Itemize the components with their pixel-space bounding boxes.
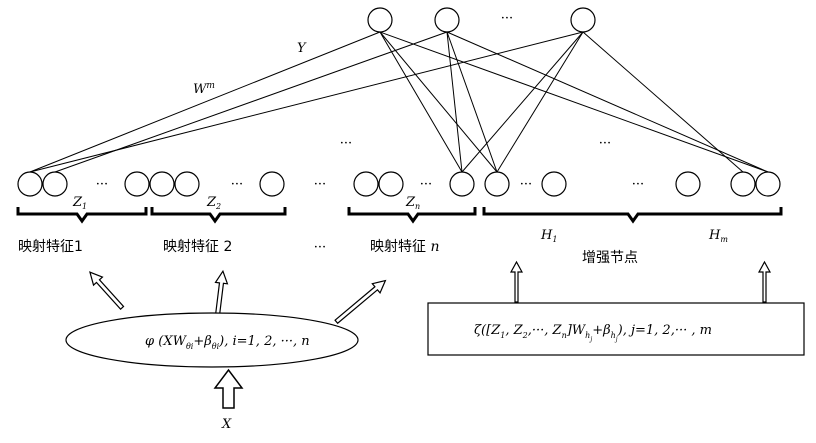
output-label-y: Y: [297, 41, 307, 56]
output-node: [434, 7, 460, 33]
connection-line: [446, 31, 463, 173]
label-z1: Z1: [72, 195, 87, 211]
arrow-to-z1: [89, 271, 125, 311]
mapped-node: [449, 171, 475, 197]
enhance-function-text: ζ([Z1, Z2,···, Zn]Whj+βhj), j=1, 2,··· ,…: [474, 323, 712, 343]
connection-line: [379, 31, 463, 173]
arrow-to-z2: [214, 269, 229, 318]
enhance-node: [484, 171, 510, 197]
label-z2: Z2: [206, 195, 221, 211]
mapped-node: [124, 171, 150, 197]
group-braces: [16, 207, 783, 224]
arrow-to-zn: [334, 279, 387, 325]
connection-line: [461, 31, 584, 173]
caption-mapped-1: 映射特征1: [18, 239, 83, 255]
output-layer: [367, 7, 596, 33]
caption-mapped-2: 映射特征 2: [163, 239, 232, 255]
arrow-up-right: [757, 260, 772, 303]
brace-z1: [16, 207, 148, 224]
weight-label-w: Wm: [193, 81, 215, 97]
label-zn: Zn: [405, 195, 420, 211]
enhance-function-box: [427, 302, 805, 356]
connection-lines: [29, 31, 769, 173]
z1-ellipsis: ···: [96, 177, 108, 192]
brace-zn: [347, 207, 477, 224]
groups-ellipsis: ···: [314, 177, 326, 192]
connection-line: [29, 31, 584, 173]
connection-line: [446, 31, 498, 173]
feature-node-row: [17, 171, 781, 197]
mapped-node: [259, 171, 285, 197]
brace-z2: [150, 207, 287, 224]
connection-line: [379, 31, 769, 173]
connection-line: [379, 31, 498, 173]
z2-ellipsis: ···: [231, 177, 243, 192]
brace-enhance: [482, 207, 783, 224]
output-ellipsis: ···: [501, 11, 513, 26]
label-h1: H1: [540, 228, 557, 244]
enhance-node: [675, 171, 701, 197]
connection-line: [29, 31, 381, 173]
map-arrows: [89, 269, 387, 325]
map-function-text: φ (XWθi+βθi), i=1, 2, ···, n: [145, 334, 310, 351]
caption-ellipsis: ···: [314, 240, 326, 255]
enhance-node: [730, 171, 756, 197]
mapped-node: [149, 171, 175, 197]
mapped-node: [378, 171, 404, 197]
output-node: [570, 7, 596, 33]
mapped-node: [174, 171, 200, 197]
connection-line: [446, 31, 769, 173]
output-node: [367, 7, 393, 33]
connection-line: [582, 31, 744, 173]
enhance-node: [541, 171, 567, 197]
mapped-node: [17, 171, 43, 197]
caption-mapped-n: 映射特征 n: [370, 239, 439, 255]
input-label-x: X: [221, 417, 232, 432]
enhance-arrows: [509, 260, 772, 303]
caption-enhance: 增强节点: [582, 250, 638, 266]
arrow-up-left: [509, 260, 524, 303]
mapped-ellipsis-top: ···: [340, 136, 352, 151]
enhance-node: [755, 171, 781, 197]
enhance-ellipsis-top: ···: [599, 136, 611, 151]
enhance-ellipsis-1: ···: [520, 177, 532, 192]
mapped-node: [353, 171, 379, 197]
zn-ellipsis: ···: [420, 177, 432, 192]
mapped-node: [42, 171, 68, 197]
connection-line: [496, 31, 584, 173]
input-arrow: [213, 368, 244, 409]
label-hm: Hm: [708, 228, 728, 244]
map-function-ellipse: [65, 312, 359, 368]
enhance-ellipsis-2: ···: [632, 177, 644, 192]
